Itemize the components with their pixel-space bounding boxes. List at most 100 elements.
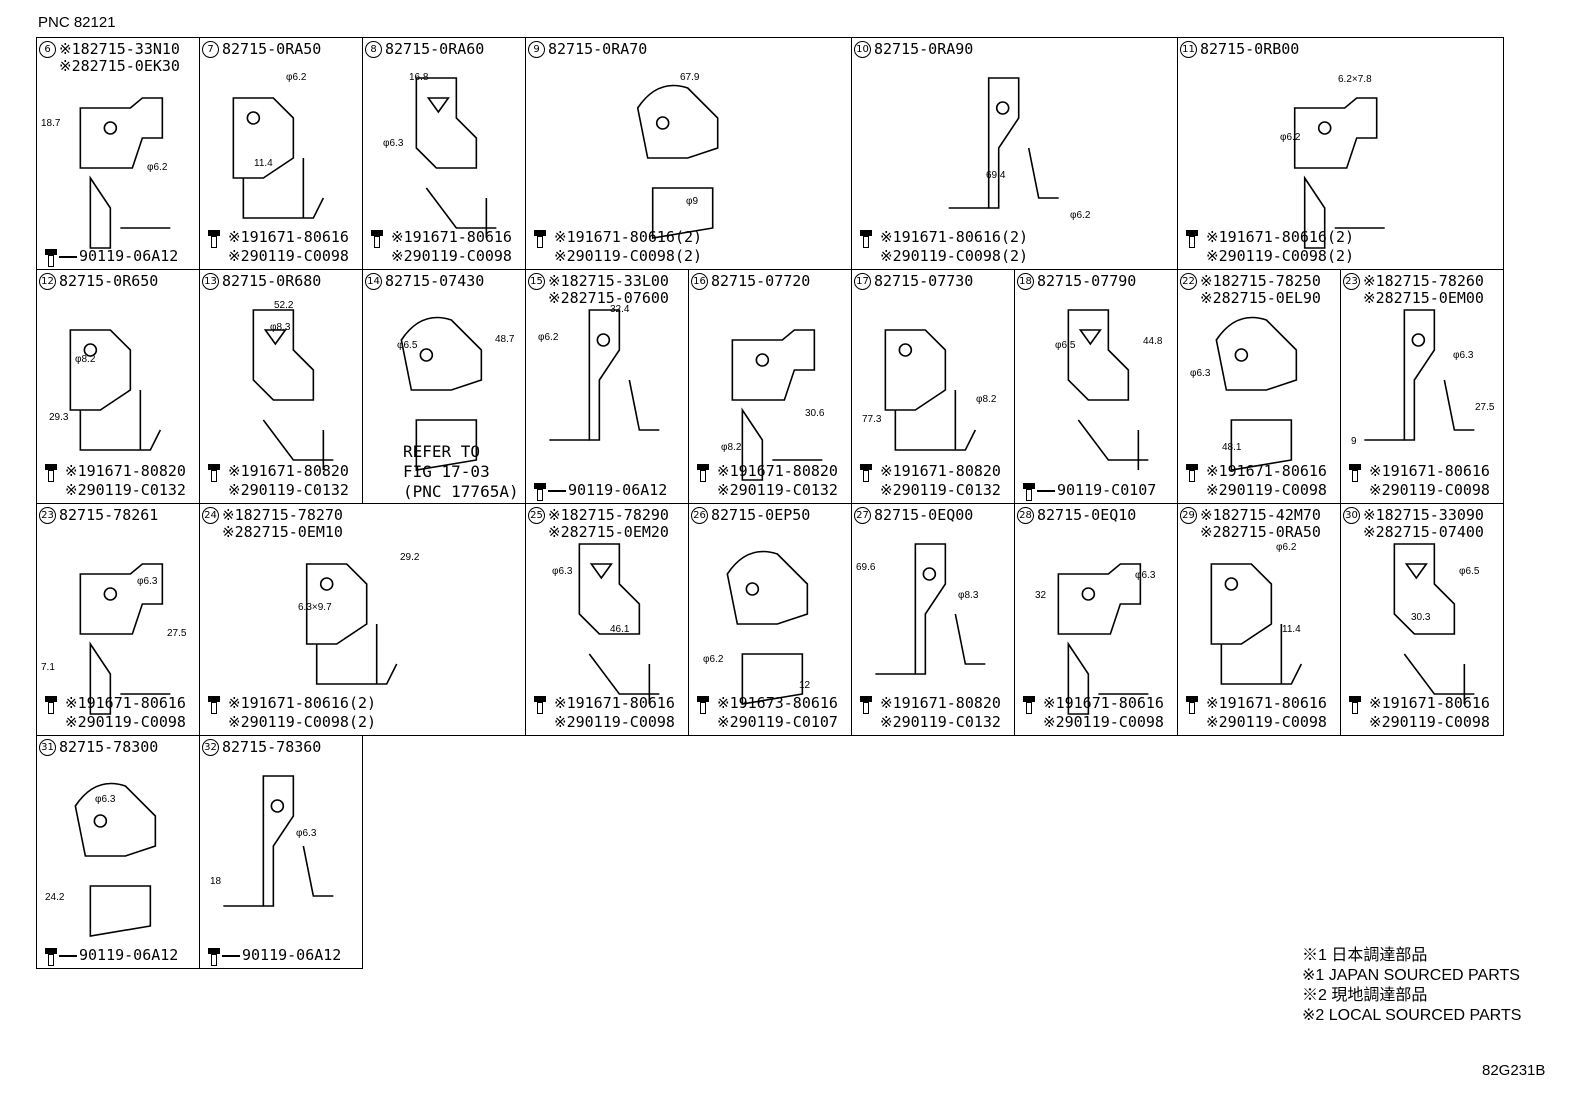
part-number: 82715-78300 bbox=[59, 738, 159, 756]
fastener-list: ※191671-80820※290119-C0132 bbox=[856, 694, 1013, 732]
dimension-label: 18 bbox=[210, 876, 222, 887]
fastener-part-number: ※290119-C0098 bbox=[1369, 713, 1490, 731]
fastener-part-number: ※191671-80820 bbox=[880, 694, 1001, 712]
leader-line bbox=[1037, 489, 1055, 492]
bracket-drawing bbox=[252, 309, 334, 470]
part-header: 29※182715-42M70※282715-0RA50 bbox=[1180, 507, 1338, 541]
fastener-list: ※191671-80616※290119-C0098 bbox=[204, 228, 361, 266]
part-header: 15※182715-33L00※282715-07600 bbox=[528, 273, 686, 307]
bolt-icon bbox=[696, 696, 714, 714]
dimension-label: 48.1 bbox=[1222, 442, 1242, 453]
bracket-drawing bbox=[884, 329, 977, 451]
fastener-part-number: ※290119-C0098 bbox=[1206, 481, 1327, 499]
fastener-row: ※191671-80616 bbox=[1345, 694, 1502, 714]
callout-number: 13 bbox=[202, 273, 219, 290]
dimension-label: 52.2 bbox=[274, 300, 294, 311]
part-number: 82715-0EP50 bbox=[711, 506, 811, 524]
part-number: 82715-07430 bbox=[385, 272, 485, 290]
bolt-icon bbox=[859, 696, 877, 714]
dimension-label: φ6.2 bbox=[703, 654, 724, 665]
fastener-part-number: ※290119-C0098 bbox=[228, 247, 349, 265]
part-number: ※182715-78250 bbox=[1200, 272, 1321, 290]
fastener-row: ※191671-80820 bbox=[856, 694, 1013, 714]
part-number: 82715-0EQ00 bbox=[874, 506, 974, 524]
part-number: ※182715-33090 bbox=[1363, 506, 1484, 524]
fastener-row: ※191671-80616 bbox=[41, 694, 198, 714]
bracket-drawing bbox=[223, 775, 334, 907]
fastener-part-number: ※191671-80820 bbox=[880, 462, 1001, 480]
fastener-row: ※290119-C0132 bbox=[41, 481, 198, 500]
bolt-icon bbox=[44, 696, 62, 714]
dimension-label: φ6.2 bbox=[147, 162, 168, 173]
part-number: 82715-0RA50 bbox=[222, 40, 322, 58]
fastener-row: ※191671-80616 bbox=[1019, 694, 1176, 714]
fastener-list: ※191671-80616※290119-C0098 bbox=[1182, 694, 1339, 732]
fastener-row: ※191673-80616 bbox=[693, 694, 850, 714]
fastener-row: ※191671-80616 bbox=[530, 694, 687, 714]
leader-line bbox=[222, 954, 240, 957]
fastener-part-number: ※290119-C0098 bbox=[1043, 713, 1164, 731]
part-number: 82715-07720 bbox=[711, 272, 811, 290]
fastener-part-number: ※290119-C0098(2) bbox=[880, 247, 1029, 265]
callout-number: 22 bbox=[1180, 273, 1197, 290]
dimension-label: φ6.3 bbox=[1453, 350, 1474, 361]
dimension-label: 67.9 bbox=[680, 72, 700, 83]
part-number: 82715-0EQ10 bbox=[1037, 506, 1137, 524]
fastener-part-number: ※290119-C0132 bbox=[880, 713, 1001, 731]
bracket-drawing bbox=[578, 543, 660, 704]
fastener-row: ※290119-C0098 bbox=[1182, 481, 1339, 500]
part-number: 82715-0R650 bbox=[59, 272, 159, 290]
bolt-icon bbox=[859, 464, 877, 482]
fastener-row: ※290119-C0132 bbox=[856, 713, 1013, 732]
fastener-part-number: ※191671-80820 bbox=[228, 462, 349, 480]
dimension-label: 69.6 bbox=[856, 562, 876, 573]
part-header: 6※182715-33N10※282715-0EK30 bbox=[39, 41, 197, 75]
part-number: ※182715-78260 bbox=[1363, 272, 1484, 290]
fastener-row: ※191671-80616 bbox=[204, 228, 361, 248]
dimension-label: 6.3×9.7 bbox=[298, 602, 332, 613]
dimension-label: φ8.3 bbox=[958, 590, 979, 601]
dimension-label: 9 bbox=[1351, 436, 1357, 447]
bracket-drawing bbox=[948, 77, 1059, 209]
bracket-drawing bbox=[549, 309, 660, 441]
callout-number: 9 bbox=[528, 41, 545, 58]
callout-number: 15 bbox=[528, 273, 545, 290]
dimension-label: 30.3 bbox=[1411, 612, 1431, 623]
fastener-row: ※290119-C0098 bbox=[1345, 481, 1502, 500]
dimension-label: φ6.3 bbox=[552, 566, 573, 577]
dimension-label: 27.5 bbox=[167, 628, 187, 639]
bracket-drawing bbox=[1215, 316, 1298, 471]
part-number: ※282715-0RA50 bbox=[1200, 523, 1321, 541]
refer-line: (PNC 17765A) bbox=[403, 482, 519, 501]
fastener-row: ※191671-80820 bbox=[41, 462, 198, 482]
dimension-label: 44.8 bbox=[1143, 336, 1163, 347]
bolt-icon bbox=[1022, 483, 1040, 501]
fastener-part-number: ※191671-80616 bbox=[228, 228, 349, 246]
dimension-label: 48.7 bbox=[495, 334, 515, 345]
fastener-list: ※191671-80616(2)※290119-C0098(2) bbox=[856, 228, 1176, 266]
dimension-label: φ6.5 bbox=[397, 340, 418, 351]
fastener-row: ※191671-80820 bbox=[693, 462, 850, 482]
fastener-list: ※191671-80616※290119-C0098 bbox=[1345, 462, 1502, 500]
dimension-label: 27.5 bbox=[1475, 402, 1495, 413]
callout-number: 30 bbox=[1343, 507, 1360, 524]
callout-number: 14 bbox=[365, 273, 382, 290]
